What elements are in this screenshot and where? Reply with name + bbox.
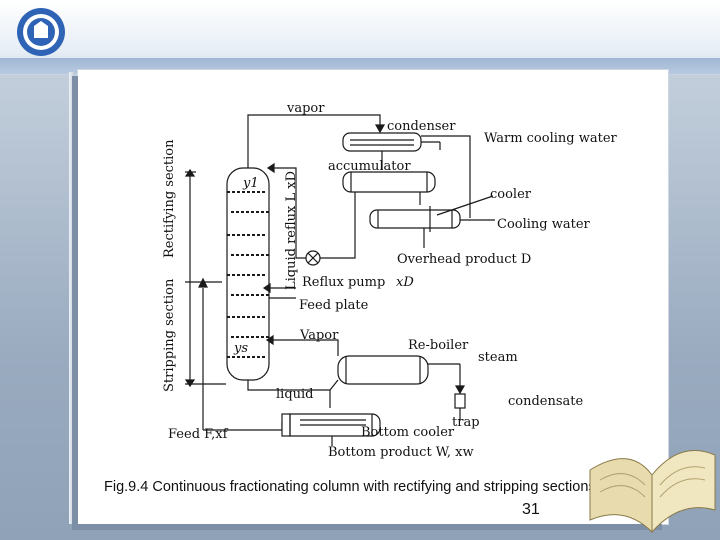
label-condenser: condenser (387, 119, 456, 134)
page-number: 31 (522, 501, 540, 518)
label-warm-water: Warm cooling water (484, 131, 618, 146)
column-trays (227, 191, 269, 358)
page-edge (69, 72, 75, 524)
label-reflux-pump: Reflux pump (302, 275, 385, 290)
label-accumulator: accumulator (328, 159, 411, 174)
label-feed-plate: Feed plate (299, 298, 369, 313)
label-steam: steam (478, 350, 518, 365)
open-book-icon (589, 450, 716, 534)
label-bottom-cooler: Bottom cooler (361, 425, 455, 440)
label-bottom-product: Bottom product W, xw (328, 445, 474, 460)
university-seal-icon (17, 8, 65, 56)
reflux-return-line (272, 167, 306, 259)
cooling-water-line (421, 135, 471, 218)
label-liquid-reflux: Liquid reflux L xD (284, 171, 299, 290)
reboiler-vapor-line (269, 339, 339, 356)
label-liquid: liquid (276, 387, 314, 402)
label-condensate: condensate (508, 394, 584, 409)
label-vapor-top: vapor (286, 101, 325, 116)
vapor-line (247, 114, 381, 168)
accumulator-vessel (342, 171, 436, 193)
label-xd: xD (396, 275, 414, 290)
cooler-pointer (436, 195, 494, 216)
label-rectifying-section: Rectifying section (162, 139, 177, 258)
label-overhead-product: Overhead product D (397, 252, 531, 267)
label-y1: y1 (242, 176, 259, 191)
reboiler-vessel (337, 355, 429, 385)
cooler-vessel (369, 209, 461, 229)
figure-caption: Fig.9.4 Continuous fractionating column … (104, 479, 596, 495)
label-ys: ys (233, 341, 248, 356)
label-reboiler: Re-boiler (408, 338, 469, 353)
label-feed: Feed F,xf (168, 427, 229, 442)
liquid-line (247, 379, 339, 391)
label-trap: trap (452, 415, 480, 430)
condenser-vessel (342, 132, 422, 152)
label-stripping-section: Stripping section (162, 278, 177, 392)
steam-trap (454, 393, 466, 409)
reflux-line (320, 192, 356, 259)
label-vapor-mid: Vapor (299, 328, 339, 343)
vapor-arrow (374, 124, 386, 134)
label-cooler: cooler (490, 187, 532, 202)
label-cooling-water: Cooling water (497, 217, 591, 232)
